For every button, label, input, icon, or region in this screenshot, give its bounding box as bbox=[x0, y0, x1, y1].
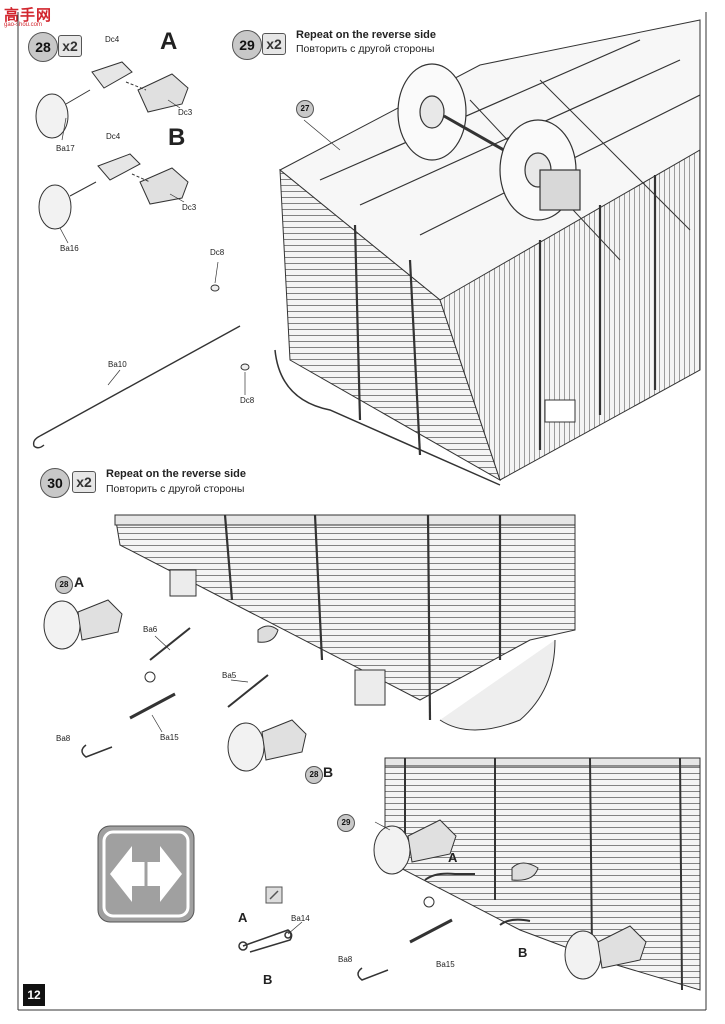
hook-ba14 bbox=[238, 929, 293, 953]
callout-28b-variant: B bbox=[323, 764, 334, 780]
callout-28a-variant: A bbox=[74, 574, 85, 590]
subview-car-end bbox=[384, 757, 701, 991]
part-label-dc3-b: Dc3 bbox=[182, 203, 197, 212]
step29-wheelset bbox=[397, 63, 581, 221]
page-number: 12 bbox=[23, 984, 45, 1006]
step-30-multiplier: x2 bbox=[72, 471, 96, 493]
step29-brake-rod bbox=[32, 325, 241, 449]
step-29-multiplier: x2 bbox=[262, 33, 286, 55]
bend-marker-icon bbox=[265, 886, 283, 904]
part-label-ba14: Ba14 bbox=[291, 914, 310, 923]
step30-car-side bbox=[114, 514, 576, 731]
part-label-ba5: Ba5 bbox=[222, 671, 237, 680]
part-label-ba15-right: Ba15 bbox=[436, 960, 455, 969]
hook-variant-b: B bbox=[263, 972, 273, 987]
step-28-multiplier: x2 bbox=[58, 35, 82, 57]
part-label-ba6: Ba6 bbox=[143, 625, 158, 634]
watermark-subtext: gao-shou.com bbox=[4, 22, 43, 28]
subview-variant-b: B bbox=[518, 945, 528, 960]
subview-coupling bbox=[357, 862, 539, 981]
variant-b-heading: B bbox=[168, 124, 186, 151]
part-label-dc3-a: Dc3 bbox=[178, 108, 193, 117]
part-label-ba8-left: Ba8 bbox=[56, 734, 71, 743]
callout-28b-number: 28 bbox=[305, 766, 323, 784]
step29-car-body bbox=[274, 19, 701, 486]
symmetric-arrows-icon bbox=[97, 825, 195, 923]
part-label-dc4-b: Dc4 bbox=[106, 132, 121, 141]
variant-a-heading: A bbox=[160, 28, 178, 55]
part-label-ba15-left: Ba15 bbox=[160, 733, 179, 742]
part-label-dc8-top: Dc8 bbox=[210, 248, 225, 257]
part-label-dc4-a: Dc4 bbox=[105, 35, 120, 44]
part-label-ba16: Ba16 bbox=[60, 244, 79, 253]
step28-buffer-a bbox=[35, 61, 189, 139]
step30-coupling-parts bbox=[81, 625, 279, 758]
step-29-instruction-en: Repeat on the reverse side bbox=[296, 29, 437, 41]
step-28-number: 28 bbox=[28, 32, 58, 62]
part-label-dc8-bottom: Dc8 bbox=[240, 396, 255, 405]
step-29-number: 29 bbox=[232, 30, 262, 60]
part-label-ba17: Ba17 bbox=[56, 144, 75, 153]
callout-29: 29 bbox=[337, 814, 355, 832]
hook-variant-a: A bbox=[238, 910, 248, 925]
callout-27: 27 bbox=[296, 100, 314, 118]
part-label-ba8-right: Ba8 bbox=[338, 955, 353, 964]
leader-lines bbox=[59, 99, 391, 935]
part-label-ba10: Ba10 bbox=[108, 360, 127, 369]
subview-variant-a: A bbox=[448, 850, 458, 865]
step-30-instruction-ru: Повторить с другой стороны bbox=[106, 483, 245, 495]
step-29-instruction-ru: Повторить с другой стороны bbox=[296, 43, 435, 55]
watermark-logo: 高手网 bbox=[4, 7, 53, 24]
subview-buffers bbox=[373, 819, 647, 980]
step28-buffer-b bbox=[38, 153, 189, 230]
callout-28a-number: 28 bbox=[55, 576, 73, 594]
step29-small-parts bbox=[210, 284, 250, 371]
step30-buffers bbox=[43, 599, 307, 772]
step-30-number: 30 bbox=[40, 468, 70, 498]
step-30-instruction-en: Repeat on the reverse side bbox=[106, 468, 247, 480]
